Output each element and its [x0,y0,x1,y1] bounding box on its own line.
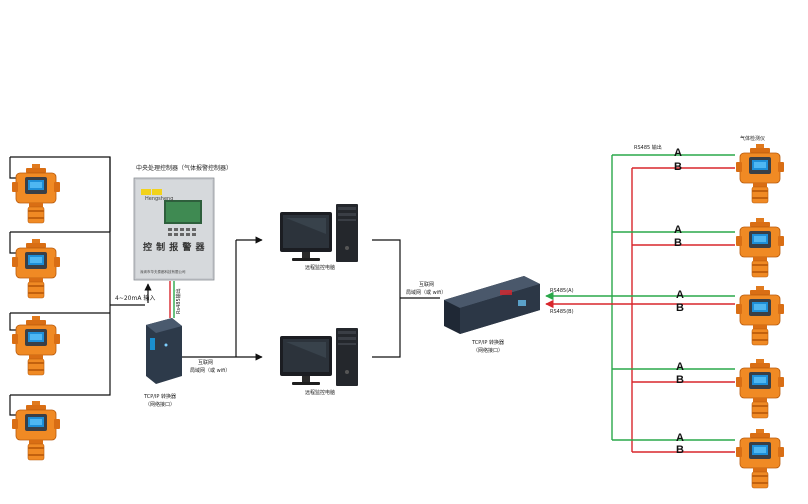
gas-detector-left-3 [11,315,61,376]
bus-b-label-3: B [676,302,684,314]
bus-b-label-2: B [674,237,682,249]
central-controller [133,177,215,281]
network-left-line1: 互联网 [198,360,214,366]
rs485-output-vertical: Rs485输出 [176,288,182,314]
network-right-line1: 互联网 [419,282,435,288]
rs485-bus-right [608,154,735,453]
input-label: 4~20mA 输入 [115,295,156,302]
converter-right-sub: （网络接口） [472,348,504,354]
controller-title: 中央处理控制器（气体报警控制器） [136,165,233,172]
converter-left-name: TCP/IP 转换器 [143,394,177,400]
network-wiring [182,236,440,361]
converter-left-sub: （网络接口） [144,402,176,408]
tcpip-converter-right [444,276,540,334]
gas-detector-right-4 [735,358,785,419]
gas-detector-left-1 [11,163,61,224]
network-right-line2: 局域网（或 wifi） [406,290,447,296]
gas-detector-right-3 [735,285,785,346]
bus-b-label-4: B [676,374,684,386]
rs485-a-label: RS485(A) [550,288,574,294]
bus-b-label-1: B [674,161,682,173]
network-left-line2: 局域网（或 wifi） [190,368,231,374]
pc-top-label: 远程监控电脑 [305,265,336,271]
controller-rs485-link [169,281,175,318]
gas-detector-left-4 [11,400,61,461]
bus-b-label-5: B [676,444,684,456]
bus-a-label-1: A [674,147,682,159]
gas-detector-right-1 [735,143,785,204]
remote-pc-bottom [280,328,358,386]
gas-detector-left-2 [11,238,61,299]
gas-detector-right-2 [735,217,785,278]
remote-pc-top [280,204,358,262]
rs485-link-right [545,291,608,309]
converter-right-name: TCP/IP 转换器 [471,340,505,346]
bus-a-label-2: A [674,224,682,236]
bus-a-label-4: A [676,361,684,373]
tcpip-converter-left [146,318,182,384]
rs485-output-label: RS485 输出 [634,145,662,151]
rs485-b-label: RS485(B) [550,309,574,315]
controller-company: 深圳市华夫泰都科技有限公司 [140,270,186,274]
left-detector-wiring [9,156,152,416]
controller-brand-tag: Hengsheng [145,196,174,202]
controller-panel-text: 控 制 报 警 器 [143,243,206,253]
bus-a-label-3: A [676,289,684,301]
gas-detector-label: 气体检测仪 [740,136,766,142]
gas-detector-right-5 [735,428,785,489]
bus-a-label-5: A [676,432,684,444]
pc-bottom-label: 远程监控电脑 [305,390,336,396]
